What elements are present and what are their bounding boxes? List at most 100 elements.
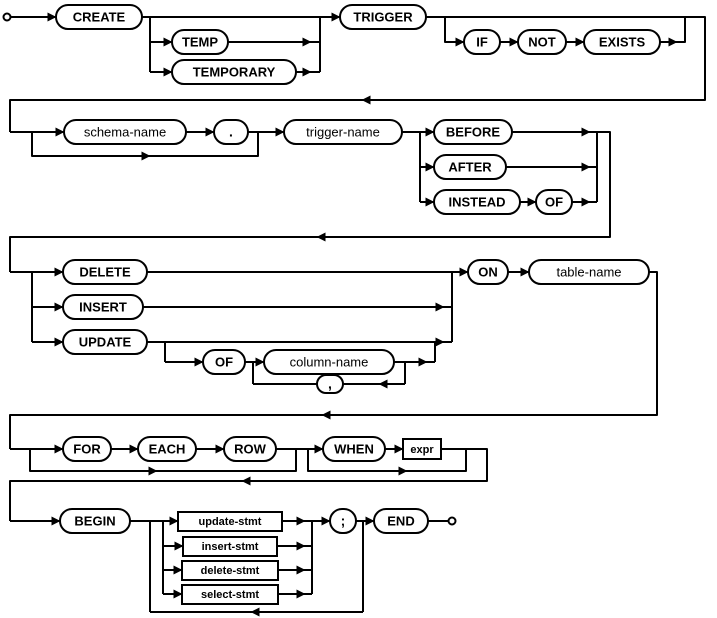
terminal-row-box [223, 436, 277, 462]
terminal-schema-name: schema-name [63, 119, 187, 145]
terminal-before-label: BEFORE [446, 125, 501, 140]
terminal-after-label: AFTER [448, 160, 492, 175]
terminal-of-columns-label: OF [215, 355, 233, 370]
terminal-of-label: OF [545, 195, 563, 210]
terminal-end-label: END [387, 514, 414, 529]
nonterminal-select-stmt-box[interactable] [181, 584, 279, 605]
terminal-trigger: TRIGGER [339, 4, 427, 30]
terminal-each-box [137, 436, 197, 462]
terminal-for: FOR [62, 436, 112, 462]
nonterminal-insert-stmt-label[interactable]: insert-stmt [202, 541, 259, 553]
terminal-when-label: WHEN [334, 442, 374, 457]
terminal-exists-label: EXISTS [599, 35, 646, 50]
terminal-dot-label: . [229, 124, 233, 140]
start-terminator-icon [2, 12, 12, 22]
nonterminal-delete-stmt-box[interactable] [181, 560, 279, 581]
arrowheads [40, 12, 678, 617]
nonterminal-update-stmt[interactable]: update-stmt [177, 511, 283, 532]
terminal-create: CREATE [55, 4, 143, 30]
nonterminal-update-stmt-label[interactable]: update-stmt [199, 516, 262, 528]
terminal-each: EACH [137, 436, 197, 462]
nonterminal-expr[interactable]: expr [402, 438, 442, 460]
terminal-end-box [373, 508, 429, 534]
terminal-update-box [62, 329, 148, 355]
terminal-after: AFTER [433, 154, 507, 180]
terminal-temporary-box [171, 59, 297, 85]
terminal-on-box [467, 259, 509, 285]
nonterminal-insert-stmt[interactable]: insert-stmt [182, 536, 278, 557]
terminal-create-box [55, 4, 143, 30]
terminal-not: NOT [517, 29, 567, 55]
terminal-on-label: ON [478, 265, 498, 280]
terminal-trigger-name: trigger-name [283, 119, 403, 145]
terminal-update: UPDATE [62, 329, 148, 355]
terminal-update-label: UPDATE [79, 335, 132, 350]
terminal-trigger-name-label: trigger-name [306, 125, 380, 140]
terminal-not-box [517, 29, 567, 55]
end-terminator-icon [447, 516, 457, 526]
terminal-dot-box [213, 119, 249, 145]
terminal-schema-name-box [63, 119, 187, 145]
terminal-instead: INSTEAD [433, 189, 521, 215]
terminal-temporary: TEMPORARY [171, 59, 297, 85]
terminal-row-label: ROW [234, 442, 267, 457]
terminal-semicolon-label: ; [341, 513, 346, 529]
terminal-delete: DELETE [62, 259, 148, 285]
terminal-of: OF [535, 189, 573, 215]
terminal-instead-label: INSTEAD [448, 195, 505, 210]
terminal-column-name: column-name [263, 349, 395, 375]
terminal-table-name-box [528, 259, 650, 285]
terminal-temp-box [171, 29, 229, 55]
terminal-for-label: FOR [73, 442, 101, 457]
terminal-insert-box [62, 294, 144, 320]
terminal-when: WHEN [322, 436, 386, 462]
nonterminal-select-stmt[interactable]: select-stmt [181, 584, 279, 605]
terminal-for-box [62, 436, 112, 462]
terminal-instead-box [433, 189, 521, 215]
nonterminal-expr-box[interactable] [402, 438, 442, 460]
terminal-insert: INSERT [62, 294, 144, 320]
terminal-column-name-label: column-name [290, 355, 369, 370]
terminal-if: IF [463, 29, 501, 55]
terminal-trigger-label: TRIGGER [353, 10, 413, 25]
nonterminal-update-stmt-box[interactable] [177, 511, 283, 532]
nonterminal-delete-stmt-label[interactable]: delete-stmt [201, 565, 260, 577]
terminal-exists-box [583, 29, 661, 55]
terminal-delete-label: DELETE [79, 265, 131, 280]
terminal-table-name-label: table-name [556, 265, 621, 280]
terminal-insert-label: INSERT [79, 300, 127, 315]
terminal-begin-box [59, 508, 131, 534]
terminal-semicolon-box [329, 508, 357, 534]
terminal-trigger-box [339, 4, 427, 30]
terminal-before-box [433, 119, 513, 145]
terminal-when-box [322, 436, 386, 462]
terminal-semicolon: ; [329, 508, 357, 534]
terminal-begin: BEGIN [59, 508, 131, 534]
terminal-after-box [433, 154, 507, 180]
terminal-if-box [463, 29, 501, 55]
terminal-table-name: table-name [528, 259, 650, 285]
terminal-of-columns-box [202, 349, 246, 375]
terminal-each-label: EACH [149, 442, 186, 457]
nonterminal-expr-label[interactable]: expr [410, 444, 434, 456]
terminal-on: ON [467, 259, 509, 285]
terminal-end: END [373, 508, 429, 534]
terminal-exists: EXISTS [583, 29, 661, 55]
terminal-of-box [535, 189, 573, 215]
terminal-not-label: NOT [528, 35, 556, 50]
terminal-of-columns: OF [202, 349, 246, 375]
nonterminal-delete-stmt[interactable]: delete-stmt [181, 560, 279, 581]
terminal-temp: TEMP [171, 29, 229, 55]
terminal-temp-label: TEMP [182, 35, 218, 50]
nonterminal-insert-stmt-box[interactable] [182, 536, 278, 557]
terminal-if-label: IF [476, 35, 488, 50]
terminal-create-label: CREATE [73, 10, 126, 25]
terminal-comma: , [316, 374, 344, 394]
terminal-schema-name-label: schema-name [84, 125, 166, 140]
terminal-comma-box [316, 374, 344, 394]
terminal-begin-label: BEGIN [74, 514, 115, 529]
terminal-before: BEFORE [433, 119, 513, 145]
terminal-temporary-label: TEMPORARY [193, 65, 276, 80]
nonterminal-select-stmt-label[interactable]: select-stmt [201, 589, 259, 601]
